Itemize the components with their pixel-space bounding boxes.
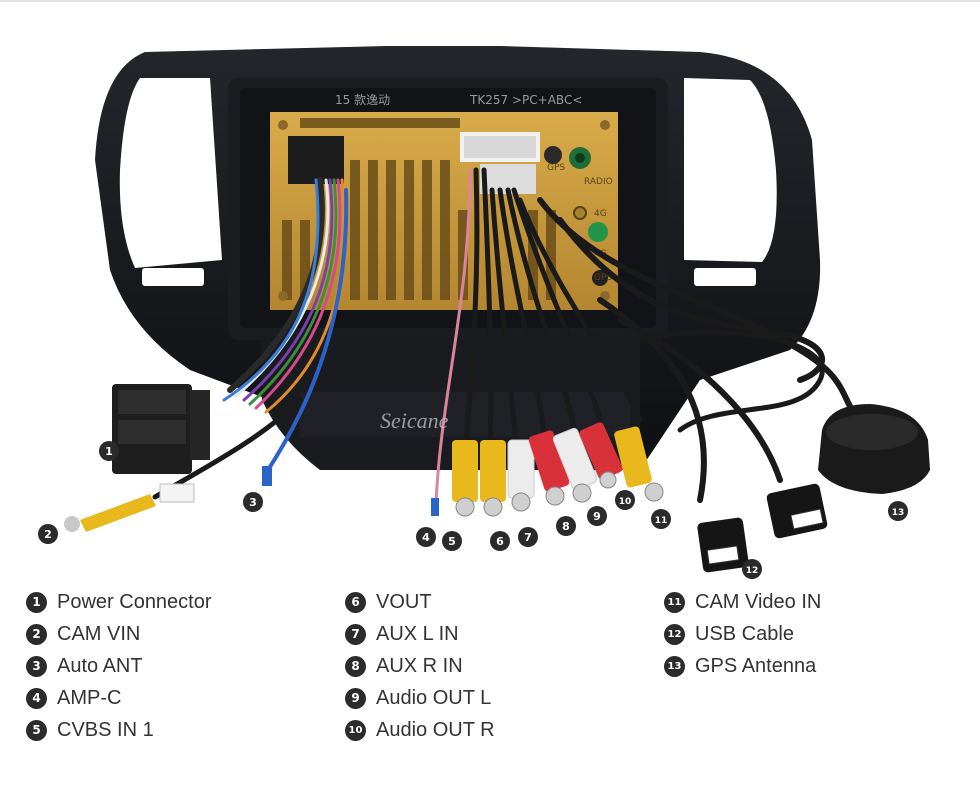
legend-badge: 9: [345, 687, 366, 709]
legend-badge: 13: [664, 655, 685, 677]
legend-label: Auto ANT: [57, 654, 143, 677]
legend-item: 12 USB Cable: [664, 618, 821, 650]
svg-text:4: 4: [422, 531, 430, 544]
svg-text:8: 8: [562, 520, 570, 533]
legend-label: AUX R IN: [376, 654, 463, 677]
legend-item: 13 GPS Antenna: [664, 650, 821, 682]
callout-10: [615, 490, 635, 510]
legend-badge: 10: [345, 719, 366, 741]
legend-item: 3 Auto ANT: [26, 650, 212, 682]
svg-text:7: 7: [524, 531, 532, 544]
svg-text:5: 5: [448, 535, 456, 548]
callout-11: [651, 509, 671, 529]
legend-label: USB Cable: [695, 622, 794, 645]
legend-item: 1 Power Connector: [26, 586, 212, 618]
legend-label: CVBS IN 1: [57, 718, 154, 741]
legend-badge: 7: [345, 623, 366, 645]
legend-badge: 8: [345, 655, 366, 677]
svg-text:12: 12: [746, 566, 759, 576]
legend-label: CAM VIN: [57, 622, 141, 645]
legend-item: 8 AUX R IN: [345, 650, 495, 682]
callout-9: [587, 506, 607, 526]
top-divider: [0, 0, 980, 2]
model-marking: 15 款逸动: [335, 93, 390, 107]
legend-item: 2 CAM VIN: [26, 618, 212, 650]
brand-watermark: Seicane: [380, 408, 449, 433]
svg-text:1: 1: [105, 445, 113, 458]
callout-4: [416, 527, 436, 547]
legend-label: VOUT: [376, 590, 432, 613]
callout-6: [490, 531, 510, 551]
port-label-radio: RADIO: [584, 177, 613, 187]
svg-text:10: 10: [619, 497, 632, 507]
callout-12: [742, 559, 762, 579]
svg-text:3: 3: [249, 496, 257, 509]
power-connector: [112, 384, 210, 474]
callout-3: [243, 492, 263, 512]
legend-badge: 3: [26, 655, 47, 677]
legend-label: GPS Antenna: [695, 654, 817, 677]
legend-badge: 2: [26, 623, 47, 645]
legend-item: 11 CAM Video IN: [664, 586, 821, 618]
callout-2: [38, 524, 58, 544]
wiring-harness: [152, 167, 863, 507]
legend-badge: 4: [26, 687, 47, 709]
part-code-marking: TK257: [469, 93, 508, 107]
amp-c-plug: [431, 498, 439, 516]
legend-badge: 6: [345, 591, 366, 613]
callout-1: [99, 441, 119, 461]
legend-label: Power Connector: [57, 590, 212, 613]
legend-label: Audio OUT L: [376, 686, 492, 709]
usb-connectors: [697, 483, 828, 573]
legend-badge: 5: [26, 719, 47, 741]
callout-markers: 1 2 3 4 5 6 7 8 9 10 11 12 13: [38, 441, 908, 579]
auto-ant-plug: [262, 466, 272, 486]
port-label-gps: GPS: [547, 163, 565, 173]
svg-text:9: 9: [593, 510, 601, 523]
svg-text:13: 13: [892, 508, 905, 518]
legend-item: 6 VOUT: [345, 586, 495, 618]
svg-text:2: 2: [44, 528, 52, 541]
legend-badge: 12: [664, 623, 685, 645]
legend-column-1: 1 Power Connector 2 CAM VIN 3 Auto ANT 4…: [26, 586, 212, 746]
port-label-4g-a: 4G: [594, 209, 607, 219]
legend: 1 Power Connector 2 CAM VIN 3 Auto ANT 4…: [0, 586, 980, 756]
svg-text:11: 11: [655, 516, 668, 526]
legend-item: 4 AMP-C: [26, 682, 212, 714]
legend-item: 10 Audio OUT R: [345, 714, 495, 746]
gps-antenna: [818, 404, 930, 494]
legend-label: Audio OUT R: [376, 718, 495, 741]
legend-label: AUX L IN: [376, 622, 459, 645]
callout-13: [888, 501, 908, 521]
legend-label: CAM Video IN: [695, 590, 822, 613]
cam-vin-rca: [64, 483, 195, 532]
legend-label: AMP-C: [57, 686, 122, 709]
legend-item: 9 Audio OUT L: [345, 682, 495, 714]
legend-badge: 1: [26, 591, 47, 613]
legend-column-2: 6 VOUT 7 AUX L IN 8 AUX R IN 9 Audio OUT…: [345, 586, 495, 746]
legend-item: 7 AUX L IN: [345, 618, 495, 650]
callout-7: [518, 527, 538, 547]
legend-column-3: 11 CAM Video IN 12 USB Cable 13 GPS Ante…: [664, 586, 821, 682]
svg-text:6: 6: [496, 535, 504, 548]
product-photo: 15 款逸动 TK257 >PC+ABC< GPS RADIO 4G 4G GP…: [38, 46, 930, 579]
rca-plug-group: [452, 422, 664, 517]
legend-item: 5 CVBS IN 1: [26, 714, 212, 746]
legend-badge: 11: [664, 591, 685, 613]
callout-8: [556, 516, 576, 536]
callout-5: [442, 531, 462, 551]
connector-marking: >PC+ABC<: [512, 93, 582, 107]
port-label-gps-b: GPS: [594, 273, 612, 283]
